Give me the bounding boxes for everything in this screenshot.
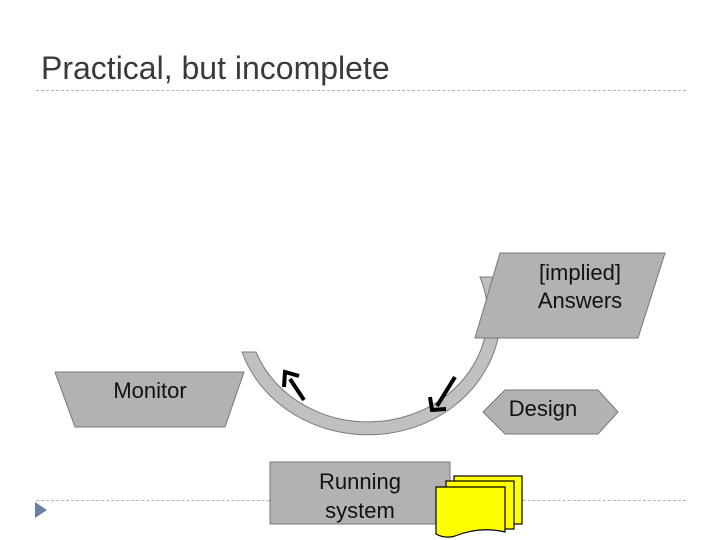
design-node: Design [482,389,619,435]
slide-title: Practical, but incomplete [41,50,390,86]
bullet-arrow-icon [35,502,47,518]
cycle-arrow-right-icon [428,375,457,413]
running-system-node: Running system [269,461,451,525]
cycle-band [241,276,502,436]
answers-label-line2: Answers [538,288,622,313]
monitor-node: Monitor [54,371,245,428]
answers-label-line1: [implied] [539,260,621,285]
monitor-label: Monitor [113,378,186,403]
running-system-label-line1: Running [319,469,401,494]
design-label: Design [509,396,577,421]
document-stack-icon [435,475,523,538]
title-divider [36,90,686,91]
cycle-arrow-left-icon [282,369,306,402]
running-system-label-line2: system [325,498,395,523]
answers-node: [implied] Answers [474,252,666,339]
